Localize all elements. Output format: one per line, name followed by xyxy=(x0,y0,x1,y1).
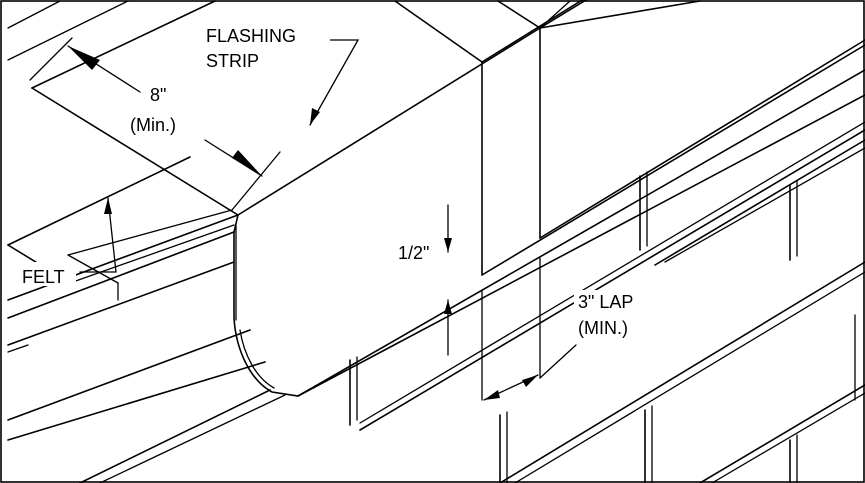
wall-left-line-3 xyxy=(7,361,266,441)
flashing-left-edge xyxy=(31,87,239,216)
lap-arrow-right xyxy=(522,375,538,387)
half-inch-label-bg xyxy=(396,240,438,264)
lap-arrow-left xyxy=(484,390,500,400)
flashing-top-far xyxy=(539,0,588,29)
wall-top-right-edge xyxy=(481,0,584,63)
flashing-front-top-edge xyxy=(237,27,541,216)
block-top-seam-2 xyxy=(497,0,541,29)
felt-top-edge xyxy=(7,156,191,246)
brick-course-upper-b xyxy=(664,147,865,263)
lap-leader xyxy=(539,344,577,379)
flashing-label-bg xyxy=(202,22,330,46)
width-note-label: (Min.) xyxy=(130,115,176,135)
width-arrowhead-lower xyxy=(232,150,262,176)
wall-top-far-edge xyxy=(7,0,129,61)
felt-layer-front xyxy=(69,224,235,284)
brick-course-3b xyxy=(711,392,865,483)
felt-sheet-corner xyxy=(67,254,119,284)
felt-label-bg xyxy=(20,262,76,286)
width-extension-right xyxy=(231,151,281,211)
flashing-bottom-edge xyxy=(297,69,865,397)
brick-course-3 xyxy=(699,384,865,483)
width-extension-left xyxy=(29,37,73,81)
lap-label-line2: (MIN.) xyxy=(578,318,628,338)
width-arrowhead-upper xyxy=(68,46,100,70)
brick-course-2 xyxy=(499,261,865,483)
flashing-curl-inner xyxy=(239,329,275,389)
brick-course-1b xyxy=(359,121,865,424)
flashing-right-edge-3 xyxy=(481,44,865,276)
flashing-label-line1: FLASHING xyxy=(206,26,296,46)
wall-left-line-1 xyxy=(7,261,235,346)
block-top-seam-1 xyxy=(394,0,483,63)
brick-course-1 xyxy=(359,129,865,431)
brick-course-upper xyxy=(654,139,865,266)
felt-sheet-edge xyxy=(67,209,233,256)
felt-lower-line xyxy=(7,231,235,319)
lap-label-bg xyxy=(574,290,670,342)
felt-leader xyxy=(79,197,117,273)
felt-leader-arrow xyxy=(104,198,112,214)
half-inch-arrow-bottom xyxy=(444,300,452,314)
wall-left-line-4 xyxy=(79,389,271,483)
wall-left-line-5 xyxy=(99,394,286,483)
width-value-label: 8" xyxy=(150,85,166,105)
wall-left-line-2 xyxy=(7,329,251,421)
width-value-bg xyxy=(145,82,175,104)
flashing-label-line2: STRIP xyxy=(206,51,259,71)
brick-course-2b xyxy=(514,271,865,483)
wall-top-edge-2 xyxy=(7,0,61,29)
flashing-right-top-1 xyxy=(539,0,701,29)
half-inch-label: 1/2" xyxy=(398,243,429,263)
flashing-leader xyxy=(309,39,360,126)
flashing-back-edge xyxy=(31,0,216,89)
flashing-leader-arrow xyxy=(310,108,320,125)
flashing-right-edge-2 xyxy=(539,39,865,239)
felt-label: FELT xyxy=(22,267,65,287)
lap-label-line1: 3" LAP xyxy=(578,292,633,312)
half-inch-arrow-top xyxy=(444,238,452,252)
wall-left-tick xyxy=(7,344,29,353)
flashing-vertical-face xyxy=(233,94,865,397)
